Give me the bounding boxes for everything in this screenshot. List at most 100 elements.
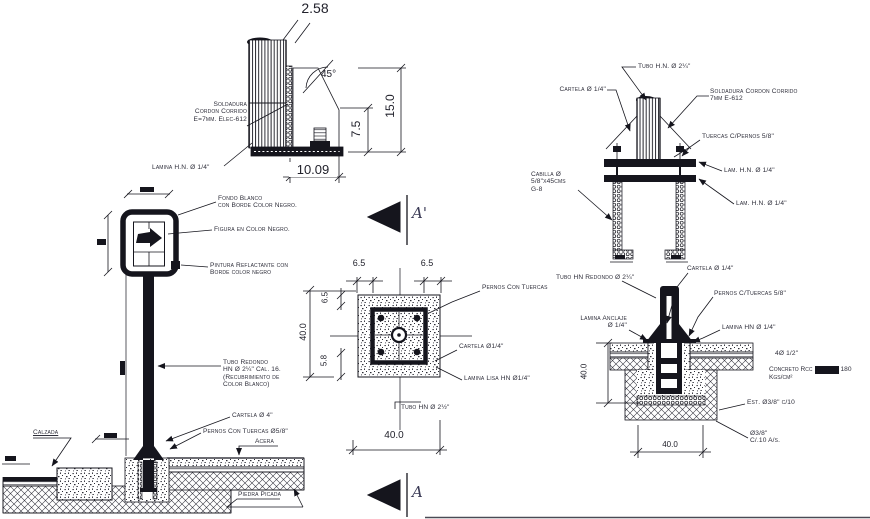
label-cartela-d2: Cartela Ø 1/4" (559, 86, 606, 93)
anchor-plate (643, 339, 696, 343)
gusset-left (605, 115, 638, 150)
leader-anclaje (628, 329, 648, 341)
dim-2-58: 2.58 (301, 0, 329, 16)
label-fondo: Fondo Blanco con Borde Color Negro. (218, 195, 297, 210)
leader-piedra (225, 498, 303, 508)
dim-400-bottom: 40.0 (374, 430, 414, 441)
leader-cartela (665, 272, 689, 324)
label-acera: Acera (255, 438, 275, 445)
gusset-left (133, 446, 143, 460)
anchor-bolt-left (656, 343, 661, 394)
concreto-text: Concreto Rcc (769, 366, 813, 373)
leader-lamina (692, 329, 721, 343)
label-est-found: Est. Ø3/8" c/10 (747, 399, 795, 406)
dim-65-left: 6.5 (352, 258, 366, 268)
label-figura: Figura en Color Negro. (214, 226, 290, 233)
leader-acera (236, 445, 278, 456)
label-tubo-elev: Tubo Redondo HN Ø 2¼" Cal. 16. (Recubrim… (223, 359, 281, 389)
curb-concrete (56, 467, 113, 501)
bolt (413, 314, 421, 322)
leader-pernos (428, 290, 481, 314)
dim-10-09: 10.09 (289, 162, 337, 177)
bolt-head-left (613, 146, 621, 152)
label-pernos-plan: Pernos Con Tuercas (482, 284, 548, 291)
label-tubo-plan: Tubo HN Ø 2½" (401, 404, 450, 411)
cabilla-left (612, 181, 623, 251)
bolt (377, 348, 385, 356)
label-pernos-elev: Pernos Con Tuercas Ø5/8" (203, 428, 288, 435)
weld-dotted-strip (285, 65, 293, 149)
label-tubo-d2: Tubo H.N. Ø 2¼" (638, 63, 691, 70)
slab-right (689, 342, 754, 353)
leader-cartela (165, 416, 231, 442)
slab-left (609, 342, 649, 353)
label-lamina-found: Lamina HN Ø 1/4" (722, 324, 776, 331)
leader-pernos (169, 432, 202, 450)
plate-upper (604, 159, 696, 167)
section-arrow-bottom (366, 479, 401, 511)
bolt-head-right (676, 146, 684, 152)
post-top-section-detail (223, 19, 406, 183)
gusset-right (154, 446, 164, 460)
cabilla-right (675, 181, 686, 251)
label-lamina-plan: Lamina Lisa HN Ø1/4" (464, 375, 530, 382)
label-tuercas-d2: Tuercas C/Pernos 5/8" (702, 133, 774, 140)
dim-65-right: 6.5 (420, 258, 434, 268)
dim-45deg: 45° (321, 69, 337, 80)
dim-400-found-bottom: 40.0 (650, 440, 690, 449)
label-concreto: Concreto Rcc 180 Kgs/cm² (769, 366, 852, 382)
bolt (413, 348, 421, 356)
baseplate-frame (370, 307, 428, 365)
post-tube-hatched (248, 39, 287, 149)
label-soldadura-d2: Soldadura Cordon Corrido 7mm E-612 (710, 88, 798, 103)
soil-crosshatch (2, 485, 232, 514)
leader-tubo (621, 280, 657, 299)
label-lamina-d1: Lamina H.N. Ø 1/4" (152, 164, 210, 171)
anchor-bolt-right (677, 343, 682, 394)
sign-post-elevation (2, 187, 305, 514)
anchor-bolt-coil (313, 127, 327, 142)
leader-cabilla (577, 189, 613, 221)
leader-cartela (607, 89, 631, 132)
section-arrow-top (366, 201, 401, 233)
chamfer-outline (293, 67, 340, 148)
leader-figura (167, 229, 213, 235)
leader-lamina (435, 366, 463, 381)
leader-weld (246, 103, 289, 127)
leader-pintura (180, 264, 209, 268)
leader-est2 (715, 420, 749, 439)
tube-hatched (636, 97, 661, 161)
section-label-top: A' (412, 204, 427, 222)
sidewalk-slab (166, 457, 305, 468)
label-pernos-found: Pernos C/Tuercas 5/8" (714, 290, 786, 297)
leader-lam2 (698, 178, 735, 205)
gusset-left (646, 324, 660, 342)
label-rebar-found: 4Ø 1/2" (775, 350, 799, 357)
leader-lam1 (698, 161, 723, 172)
label-cabilla-d2: Cabilla Ø 5/8"x45cms G-8 (531, 171, 566, 193)
label-anclaje-found: Lamina Anclaje Ø 1/4" (580, 315, 627, 330)
sign-arrow-figure (136, 228, 162, 247)
bolt (377, 314, 385, 322)
reflective-band-mark (171, 261, 180, 269)
label-piedra: Piedra Picada (238, 491, 282, 498)
label-est2-found: Ø3/8" C/.10 A/s. (750, 430, 781, 445)
section-marks (366, 195, 408, 517)
leader-tubo (394, 401, 421, 409)
leader-est (718, 403, 746, 411)
leader-fondo (177, 201, 217, 216)
gusset-right (679, 324, 693, 342)
calzada-surface (3, 477, 57, 481)
dim-7-5: 7.5 (349, 120, 363, 138)
dim-65-small: 6.5 (320, 291, 330, 304)
label-cartela-plan: Cartela Ø1/4" (459, 343, 504, 350)
concreto-bar (814, 366, 839, 374)
dim-15-0: 15.0 (383, 94, 397, 118)
label-cartela-elev: Cartela Ø 4" (232, 412, 273, 419)
foundation-section-detail (596, 272, 754, 458)
leader-lamina (223, 142, 253, 167)
label-tubo-found: Tubo HN Redondo Ø 2¼" (556, 274, 635, 281)
label-calzada: Calzada (33, 429, 59, 436)
